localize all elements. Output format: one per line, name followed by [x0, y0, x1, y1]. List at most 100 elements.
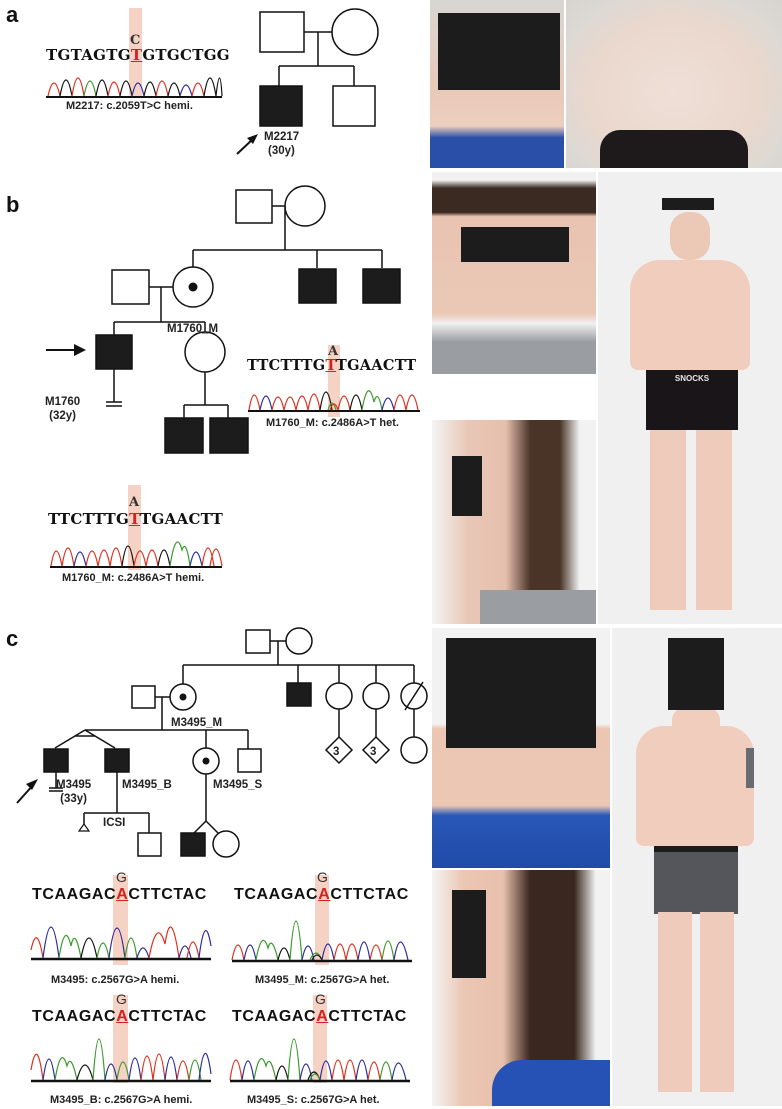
photo-face-frontal-a: [430, 0, 564, 168]
trace: [248, 390, 420, 412]
panel-letter-b: b: [6, 192, 20, 217]
icsi-label: ICSI: [103, 817, 126, 829]
alt-base: G: [317, 869, 329, 885]
proband-affected-male: [259, 85, 303, 127]
photo-torso-frontal-a: [566, 0, 782, 168]
pedigree-a: [236, 8, 379, 155]
redaction-bar: [662, 198, 714, 210]
sibship-count: 3: [333, 746, 340, 758]
sequence-a: TGTAGTGTGTGCTGG: [46, 46, 230, 64]
sequence-before: TCAAGAC: [32, 886, 117, 903]
sequence: TTCTTTGTTGAACTT: [247, 357, 416, 374]
panel-letter-c: c: [6, 626, 19, 651]
sequence-after: CTTCTAC: [328, 1008, 407, 1025]
photo-face-profile-b: [432, 420, 596, 624]
panel-letter-a: a: [6, 2, 19, 27]
mutation-highlight: [113, 875, 128, 965]
brother-affected-male: [104, 748, 130, 773]
redaction-bar: [446, 638, 596, 748]
sibship-diamond: [361, 735, 391, 765]
carrier-label-b: M1760_M: [167, 323, 219, 335]
proband-label-c: M3495 (33y): [56, 778, 91, 806]
sibship-count: 3: [370, 746, 377, 758]
shirt: [480, 590, 596, 624]
father-symbol: [259, 11, 305, 53]
sequence-before: TTCTTTG: [48, 510, 130, 528]
trace: [30, 926, 212, 961]
chromatogram-caption: M2217: c.2059T>C hemi.: [66, 100, 193, 112]
mutant-base: A: [316, 1008, 329, 1025]
chromatogram-caption: M3495_B: c.2567G>A hemi.: [50, 1094, 193, 1106]
sequence-after: TGAACTT: [140, 510, 224, 528]
proband-arrow-icon: [26, 779, 38, 790]
trace: [30, 1038, 212, 1083]
right-leg: [696, 430, 732, 610]
alt-base: G: [315, 991, 327, 1007]
chromatogram-caption: M3495_M: c.2567G>A het.: [255, 974, 390, 986]
torso: [636, 726, 754, 846]
proband-id: M3495: [56, 779, 92, 791]
miscarriage-triangle: [77, 822, 91, 832]
sequence-after: CTTCTAC: [330, 886, 409, 903]
brother-label: M3495_B: [122, 779, 172, 791]
redaction-bar: [461, 227, 569, 262]
mutation-highlight: [328, 345, 340, 417]
mutant-base: A: [116, 1008, 129, 1025]
sequence-after: GTGCTGG: [142, 46, 230, 64]
alt-base: G: [116, 991, 128, 1007]
photo-full-body-c: [612, 628, 782, 1106]
mutant-base: A: [318, 886, 331, 903]
deceased-slash: [404, 681, 424, 711]
redaction-bar: [452, 456, 482, 516]
sibship-diamond: [324, 735, 354, 765]
underwear: [654, 846, 738, 914]
mutant-base: T: [130, 46, 143, 64]
mutant-base: T: [325, 357, 337, 374]
redaction-bar: [668, 638, 724, 710]
pedigree-c: [16, 627, 428, 858]
mutation-highlight: [315, 875, 329, 965]
sequence: TCAAGACACTTCTAC: [32, 886, 207, 904]
hoodie: [492, 1060, 610, 1106]
sequence-after: CTTCTAC: [128, 886, 207, 903]
sequence-before: TCAAGAC: [234, 886, 319, 903]
alt-base: C: [130, 33, 141, 48]
brand-label: SNOCKS: [674, 374, 710, 383]
mutant-base: A: [116, 886, 129, 903]
trace: [50, 541, 223, 568]
proband-affected-male: [95, 334, 133, 370]
left-leg: [650, 430, 686, 610]
head: [670, 212, 710, 260]
proband-arrow-icon: [247, 134, 258, 144]
redaction-bar: [452, 890, 486, 978]
carrier-dot: [188, 282, 198, 292]
chromatogram-caption: M1760_M: c.2486A>T het.: [266, 417, 399, 429]
mutation-highlight: [128, 485, 141, 570]
proband-id: M1760: [45, 396, 81, 408]
alt-base: A: [129, 495, 140, 510]
waistband: [600, 130, 748, 168]
trace-a: [46, 77, 223, 98]
sequence-before: TCAAGAC: [32, 1008, 117, 1025]
redaction-bar: [438, 13, 560, 90]
sequence-after: CTTCTAC: [128, 1008, 207, 1025]
chromatogram-caption: M3495: c.2567G>A hemi.: [51, 974, 180, 986]
proband-label-a: M2217 (30y): [264, 130, 299, 158]
photo-face-frontal-c: [432, 628, 610, 868]
trace: [229, 1038, 410, 1083]
trace: [231, 920, 412, 963]
proband-age: (30y): [268, 145, 295, 157]
proband-age: (33y): [60, 793, 88, 805]
proband-arrow-icon: [74, 344, 86, 356]
torso: [630, 260, 750, 370]
sequence-before: TTCTTTG: [247, 357, 326, 374]
sister-label: M3495_S: [213, 779, 263, 791]
brother-unaffected: [332, 85, 376, 127]
proband-age: (32y): [49, 410, 77, 422]
sequence-after: TGAACTT: [336, 357, 417, 374]
sequence-before: TCAAGAC: [232, 1008, 317, 1025]
right-leg: [700, 912, 734, 1092]
underwear: SNOCKS: [646, 370, 738, 430]
tattoo: [746, 748, 754, 788]
sequence: TCAAGACACTTCTAC: [232, 1008, 407, 1026]
